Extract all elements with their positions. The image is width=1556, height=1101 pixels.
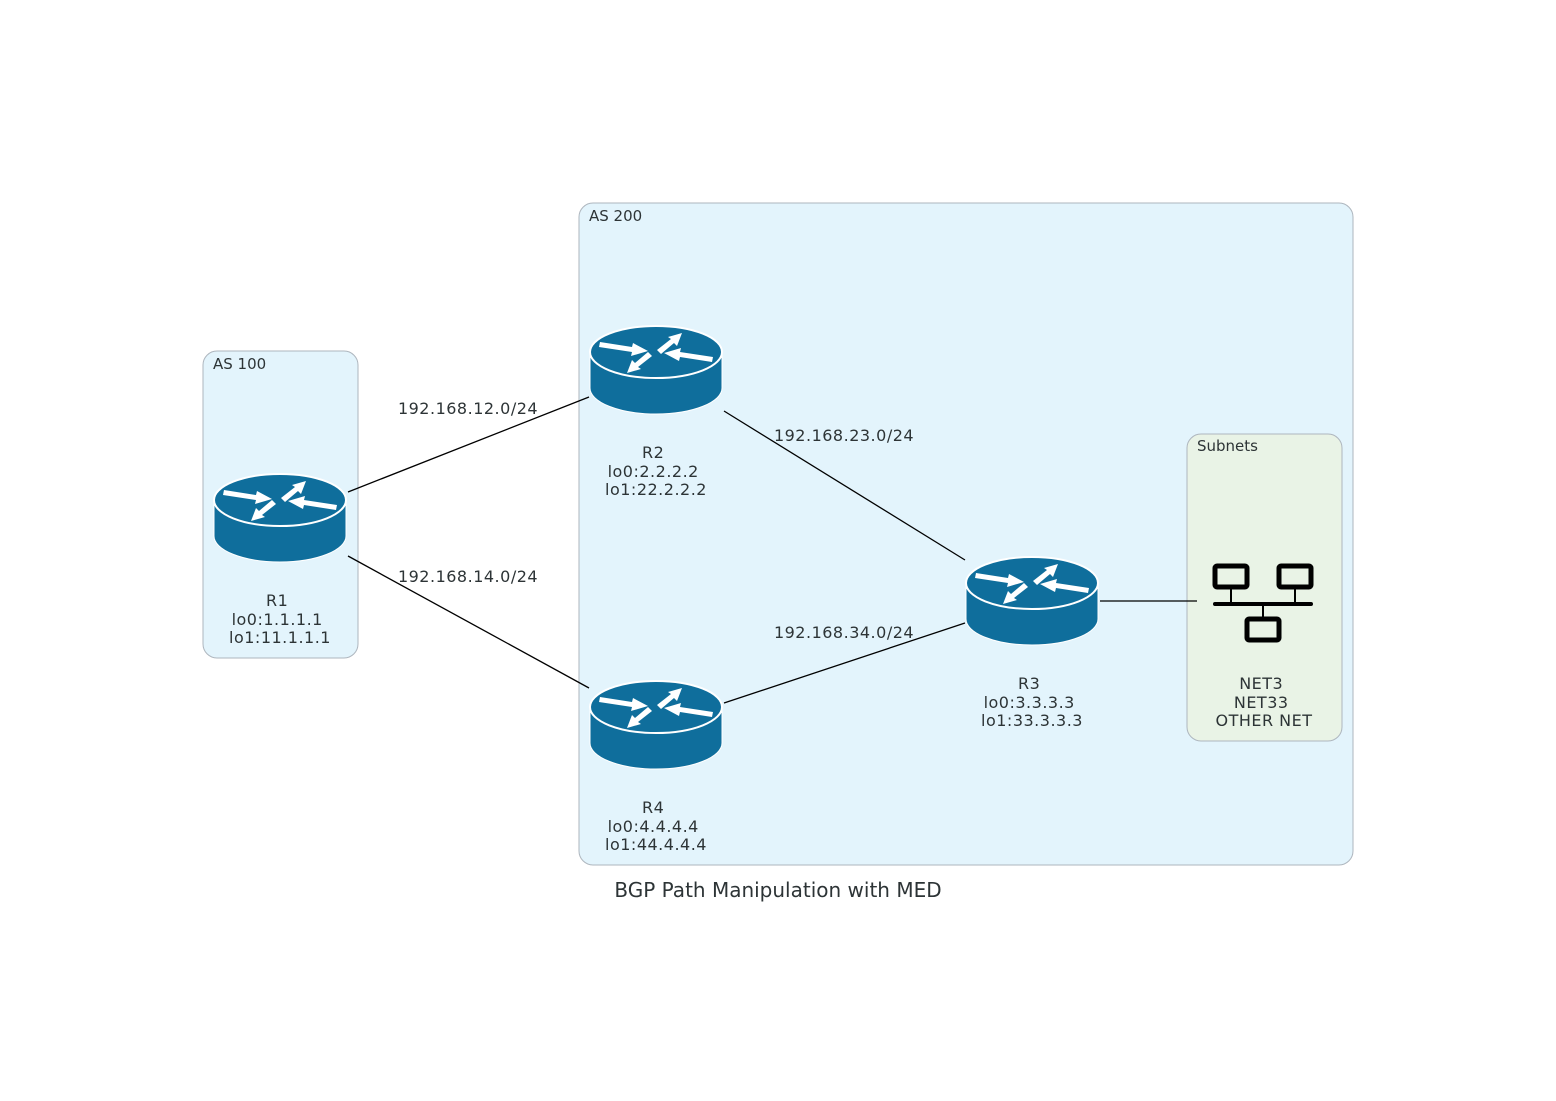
router-r2[interactable]: R2 lo0:2.2.2.2 lo1:22.2.2.2 [589,325,723,499]
edge-label-r2-r3: 192.168.23.0/24 [774,426,914,445]
cluster-subnets-label: Subnets [1197,437,1258,455]
router-r2-label: R2 lo0:2.2.2.2 lo1:22.2.2.2 [605,443,707,499]
edge-label-r1-r4: 192.168.14.0/24 [398,567,538,586]
diagram-title: BGP Path Manipulation with MED [614,878,941,902]
router-icon [589,325,723,415]
network-node-label: NET3 NET33 OTHER NET [1215,674,1312,730]
router-r1-label: R1 lo0:1.1.1.1 lo1:11.1.1.1 [229,591,331,647]
edge-r2-r3 [723,410,966,561]
router-r3[interactable]: R3 lo0:3.3.3.3 lo1:33.3.3.3 [965,556,1099,730]
router-icon [213,473,347,563]
cluster-as200 [578,202,1354,866]
edge-label-r4-r3: 192.168.34.0/24 [774,623,914,642]
router-r3-label: R3 lo0:3.3.3.3 lo1:33.3.3.3 [981,674,1083,730]
cluster-subnets [1186,433,1343,742]
cluster-as200-label: AS 200 [589,207,642,225]
router-icon [965,556,1099,646]
router-r4-label: R4 lo0:4.4.4.4 lo1:44.4.4.4 [605,798,707,854]
network-node[interactable]: NET3 NET33 OTHER NET [1212,563,1314,730]
cluster-as100-label: AS 100 [213,355,266,373]
edge-r1-r4 [347,555,590,689]
edge-label-r1-r2: 192.168.12.0/24 [398,399,538,418]
network-icon [1212,563,1314,643]
router-r4[interactable]: R4 lo0:4.4.4.4 lo1:44.4.4.4 [589,680,723,854]
router-icon [589,680,723,770]
edge-r4-r3 [723,622,966,704]
edge-r1-r2 [347,396,590,493]
router-r1[interactable]: R1 lo0:1.1.1.1 lo1:11.1.1.1 [213,473,347,647]
